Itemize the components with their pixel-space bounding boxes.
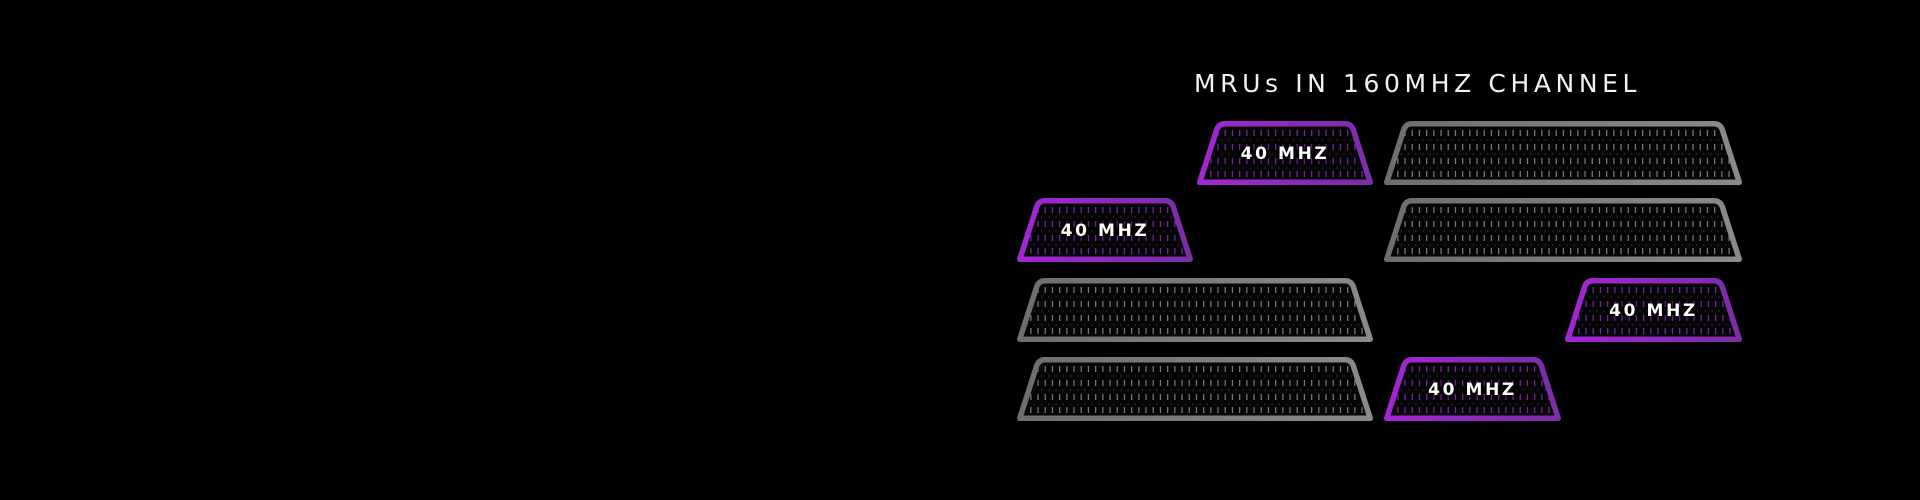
inactive-ru-shape [1384, 121, 1742, 185]
inactive-resource-unit-row4-left [1017, 357, 1373, 421]
active-ru-shape [1197, 121, 1373, 185]
inactive-ru-shape [1017, 357, 1373, 421]
ru-label [1384, 121, 1742, 185]
inactive-ru-shape [1017, 278, 1373, 342]
active-ru-shape [1017, 198, 1193, 262]
active-ru-shape [1565, 278, 1742, 342]
inactive-ru-shape [1384, 198, 1742, 262]
active-ru-shape [1384, 357, 1561, 421]
ru-label [1017, 357, 1373, 421]
diagram-title: MRUs IN 160MHZ CHANNEL [1194, 69, 1642, 98]
active-resource-unit-row1-left: 40 MHZ [1197, 121, 1373, 185]
active-resource-unit-row3-right: 40 MHZ [1565, 278, 1742, 342]
inactive-resource-unit-row3-left [1017, 278, 1373, 342]
ru-label: 40 MHZ [1240, 143, 1330, 164]
ru-label: 40 MHZ [1060, 220, 1150, 241]
active-resource-unit-row2-left: 40 MHZ [1017, 198, 1193, 262]
inactive-resource-unit-row1-right [1384, 121, 1742, 185]
ru-label [1017, 278, 1373, 342]
inactive-resource-unit-row2-right [1384, 198, 1742, 262]
active-resource-unit-row4-right: 40 MHZ [1384, 357, 1561, 421]
ru-label [1384, 198, 1742, 262]
ru-label: 40 MHZ [1428, 379, 1517, 400]
ru-label: 40 MHZ [1609, 300, 1698, 321]
